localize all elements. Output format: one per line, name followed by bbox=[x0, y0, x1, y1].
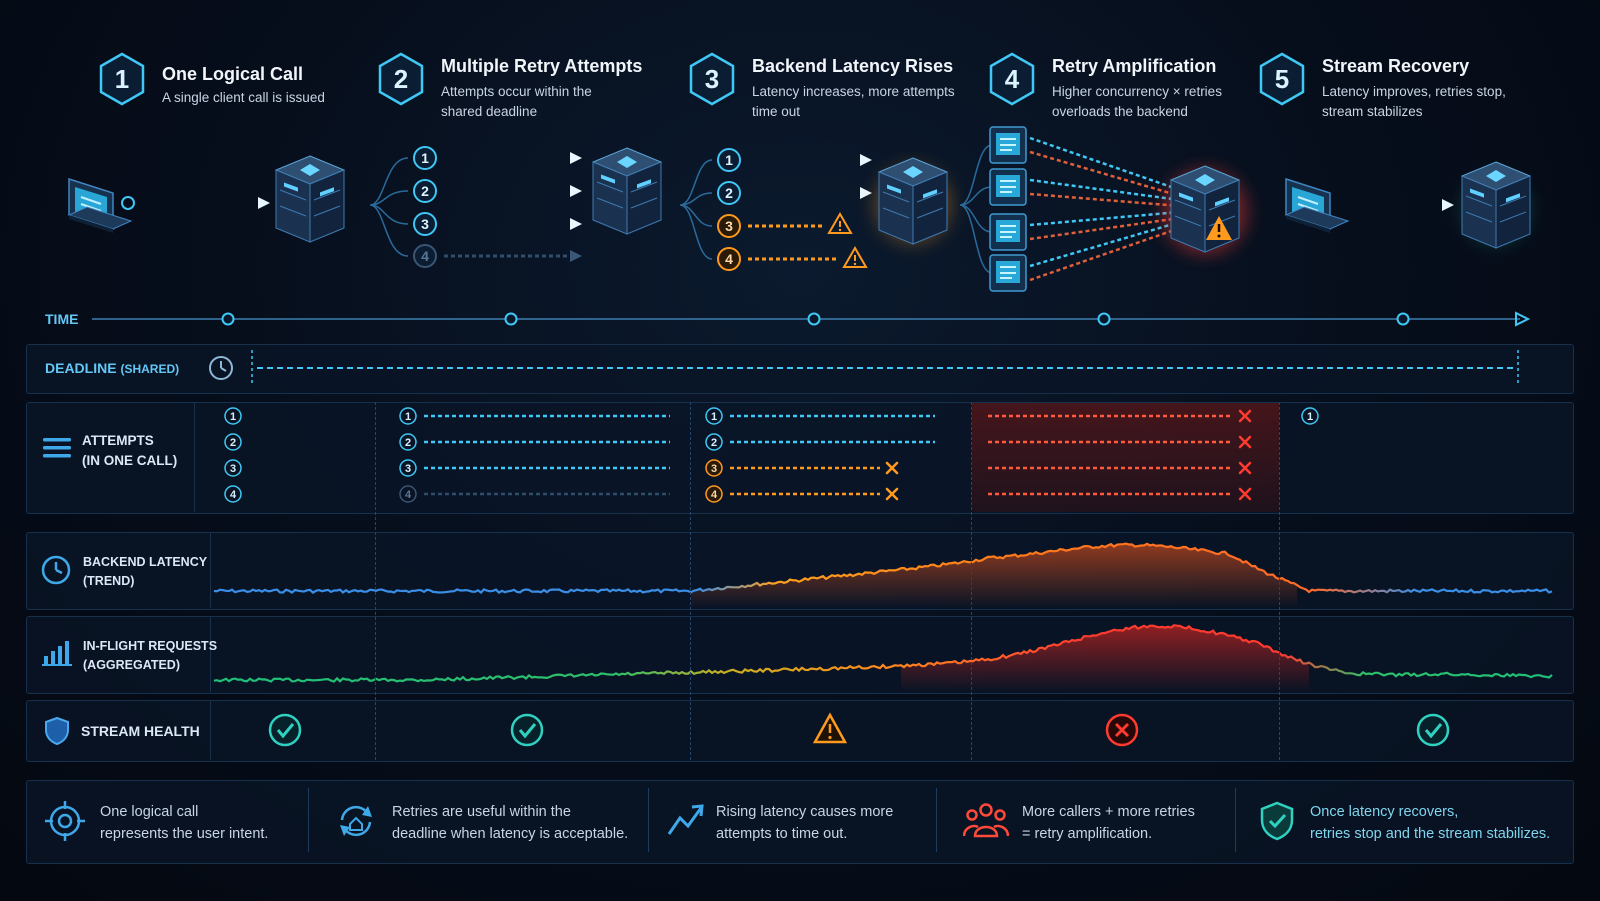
health-ok-icon bbox=[510, 713, 544, 747]
step-1-badge: 1 bbox=[98, 52, 146, 106]
trend-up-icon bbox=[667, 804, 704, 835]
svg-text:1: 1 bbox=[421, 150, 429, 166]
attempt-num: 2 bbox=[405, 437, 411, 449]
step-4-badge: 4 bbox=[988, 52, 1036, 106]
step-4-desc: Higher concurrency × retries overloads t… bbox=[1052, 84, 1222, 119]
phase-divider bbox=[690, 402, 691, 760]
attempt-num: 1 bbox=[405, 411, 411, 423]
backend-server-healthy-icon bbox=[1461, 161, 1531, 249]
attempts-label: ATTEMPTS bbox=[82, 433, 154, 448]
svg-text:4: 4 bbox=[421, 248, 429, 264]
step-3-desc: Latency increases, more attempts time ou… bbox=[752, 84, 955, 119]
warning-icon bbox=[828, 213, 852, 234]
svg-text:2: 2 bbox=[725, 185, 733, 201]
step-4-title: Retry Amplification bbox=[1052, 56, 1217, 76]
svg-text:1: 1 bbox=[725, 152, 733, 168]
shield-check-icon bbox=[1260, 801, 1294, 841]
shield-icon bbox=[45, 716, 69, 746]
step-2-title: Multiple Retry Attempts bbox=[441, 56, 643, 76]
step-2-desc: Attempts occur within the shared deadlin… bbox=[441, 84, 592, 119]
phase-divider bbox=[1279, 402, 1280, 760]
step-4: 4 Retry Amplification Higher concurrency… bbox=[988, 48, 1248, 128]
step-1-title: One Logical Call bbox=[162, 64, 304, 84]
clock-icon bbox=[209, 356, 233, 380]
latency-label: BACKEND LATENCY bbox=[83, 555, 208, 569]
backend-server-icon bbox=[592, 147, 662, 235]
step-5: 5 Stream Recovery Latency improves, retr… bbox=[1258, 48, 1548, 128]
failed-x-icon bbox=[1238, 409, 1252, 501]
warning-icon bbox=[843, 247, 867, 268]
attempt-num: 1 bbox=[711, 411, 717, 423]
step-5-badge: 5 bbox=[1258, 52, 1306, 106]
step-2-badge: 2 bbox=[377, 52, 425, 106]
illustration-strip: 1 2 3 4 1 2 3 4 bbox=[68, 126, 1531, 292]
time-axis-label: TIME bbox=[45, 311, 79, 327]
health-warning-icon bbox=[812, 712, 848, 744]
health-ok-icon bbox=[268, 713, 302, 747]
health-error-icon bbox=[1105, 713, 1139, 747]
step-2: 2 Multiple Retry Attempts Attempts occur… bbox=[377, 48, 667, 128]
svg-text:4: 4 bbox=[725, 251, 733, 267]
retry-cycle-icon bbox=[340, 805, 372, 837]
latency-clock-icon bbox=[41, 555, 71, 585]
svg-text:3: 3 bbox=[725, 218, 733, 234]
attempt-num: 2 bbox=[230, 437, 236, 449]
backend-server-icon bbox=[275, 155, 345, 243]
inflight-label: IN-FLIGHT REQUESTS bbox=[83, 639, 218, 653]
health-ok-icon bbox=[1416, 713, 1450, 747]
step-3-badge: 3 bbox=[688, 52, 736, 106]
step-5-desc: Latency improves, retries stop, stream s… bbox=[1322, 84, 1506, 119]
stream-health-label: STREAM HEALTH bbox=[81, 723, 200, 739]
attempt-num: 3 bbox=[230, 463, 236, 475]
footer-notes bbox=[26, 780, 1574, 864]
deadline-label: DEADLINE (SHARED) bbox=[45, 360, 180, 376]
group-users-icon bbox=[963, 803, 1009, 838]
step-5-title: Stream Recovery bbox=[1322, 56, 1470, 76]
step-1-desc: A single client call is issued bbox=[162, 90, 325, 105]
list-icon bbox=[43, 438, 71, 458]
attempt-num: 4 bbox=[711, 489, 718, 501]
footer-note-4: More callers + more retries= retry ampli… bbox=[1022, 804, 1195, 842]
inflight-requests-row bbox=[26, 616, 1574, 694]
timeout-x-icon bbox=[885, 461, 899, 501]
attempt-num: 4 bbox=[230, 489, 237, 501]
target-icon bbox=[45, 801, 85, 841]
time-axis bbox=[92, 311, 1531, 327]
step-3: 3 Backend Latency Rises Latency increase… bbox=[688, 48, 978, 128]
svg-text:2: 2 bbox=[421, 183, 429, 199]
attempt-num: 1 bbox=[1307, 411, 1313, 423]
client-monitor-icons bbox=[989, 126, 1027, 292]
shared-deadline-bar bbox=[251, 350, 1519, 386]
attempt-num: 3 bbox=[405, 463, 411, 475]
phase-divider bbox=[375, 402, 376, 760]
inflight-sublabel: (AGGREGATED) bbox=[83, 658, 180, 672]
inflight-trend-chart bbox=[213, 624, 1553, 692]
backend-server-slow-icon bbox=[878, 157, 948, 245]
latency-sublabel: (TREND) bbox=[83, 574, 135, 588]
attempt-lines: 1 2 3 4 1 2 3 4 1 2 3 4 1 bbox=[224, 407, 1540, 503]
footer-note-5: Once latency recovers,retries stop and t… bbox=[1310, 804, 1551, 842]
attempt-badges-step2: 1 2 3 4 bbox=[413, 146, 437, 268]
attempt-num: 1 bbox=[230, 411, 236, 423]
attempts-sublabel: (IN ONE CALL) bbox=[82, 453, 178, 468]
attempt-num: 3 bbox=[711, 463, 717, 475]
attempt-num: 4 bbox=[405, 489, 412, 501]
health-states bbox=[268, 712, 1450, 747]
latency-trend-chart bbox=[213, 542, 1553, 608]
step-3-title: Backend Latency Rises bbox=[752, 56, 954, 76]
attempt-num: 2 bbox=[711, 437, 717, 449]
bar-chart-icon bbox=[42, 641, 72, 666]
svg-text:3: 3 bbox=[421, 216, 429, 232]
phase-divider bbox=[971, 402, 972, 760]
step-1: 1 One Logical Call A single client call … bbox=[98, 48, 348, 128]
